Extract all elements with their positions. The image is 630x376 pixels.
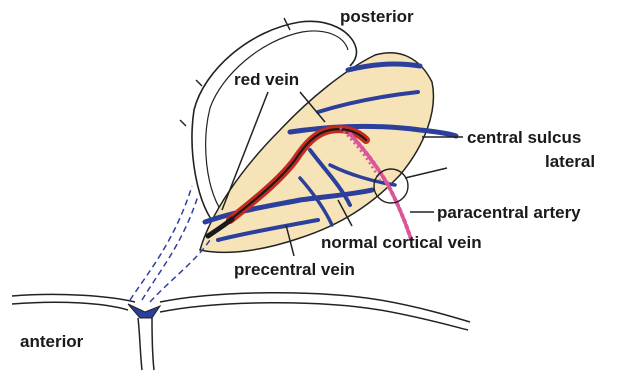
suture-mark [180, 120, 186, 126]
label-red-vein: red vein [234, 70, 299, 89]
label-normal-cortical-vein: normal cortical vein [321, 233, 482, 252]
sinus-right-upper [160, 293, 470, 322]
label-anterior: anterior [20, 332, 84, 351]
sinus-stem-left [138, 318, 142, 370]
label-posterior: posterior [340, 7, 414, 26]
label-paracentral-artery: paracentral artery [437, 203, 581, 222]
bridging-vein-dashed-2 [142, 196, 198, 300]
sinus-right-lower [160, 303, 468, 330]
sinus-left-upper [12, 294, 135, 302]
label-precentral-vein: precentral vein [234, 260, 355, 279]
bridging-vein-dashed [130, 186, 192, 300]
sinus-stem-right [152, 318, 154, 370]
sinus-left-lower [12, 302, 128, 310]
suture-mark [196, 80, 202, 86]
label-lateral: lateral [545, 152, 595, 171]
label-central-sulcus: central sulcus [467, 128, 581, 147]
sinus-junction [128, 304, 160, 318]
lateral-leader [405, 168, 447, 178]
